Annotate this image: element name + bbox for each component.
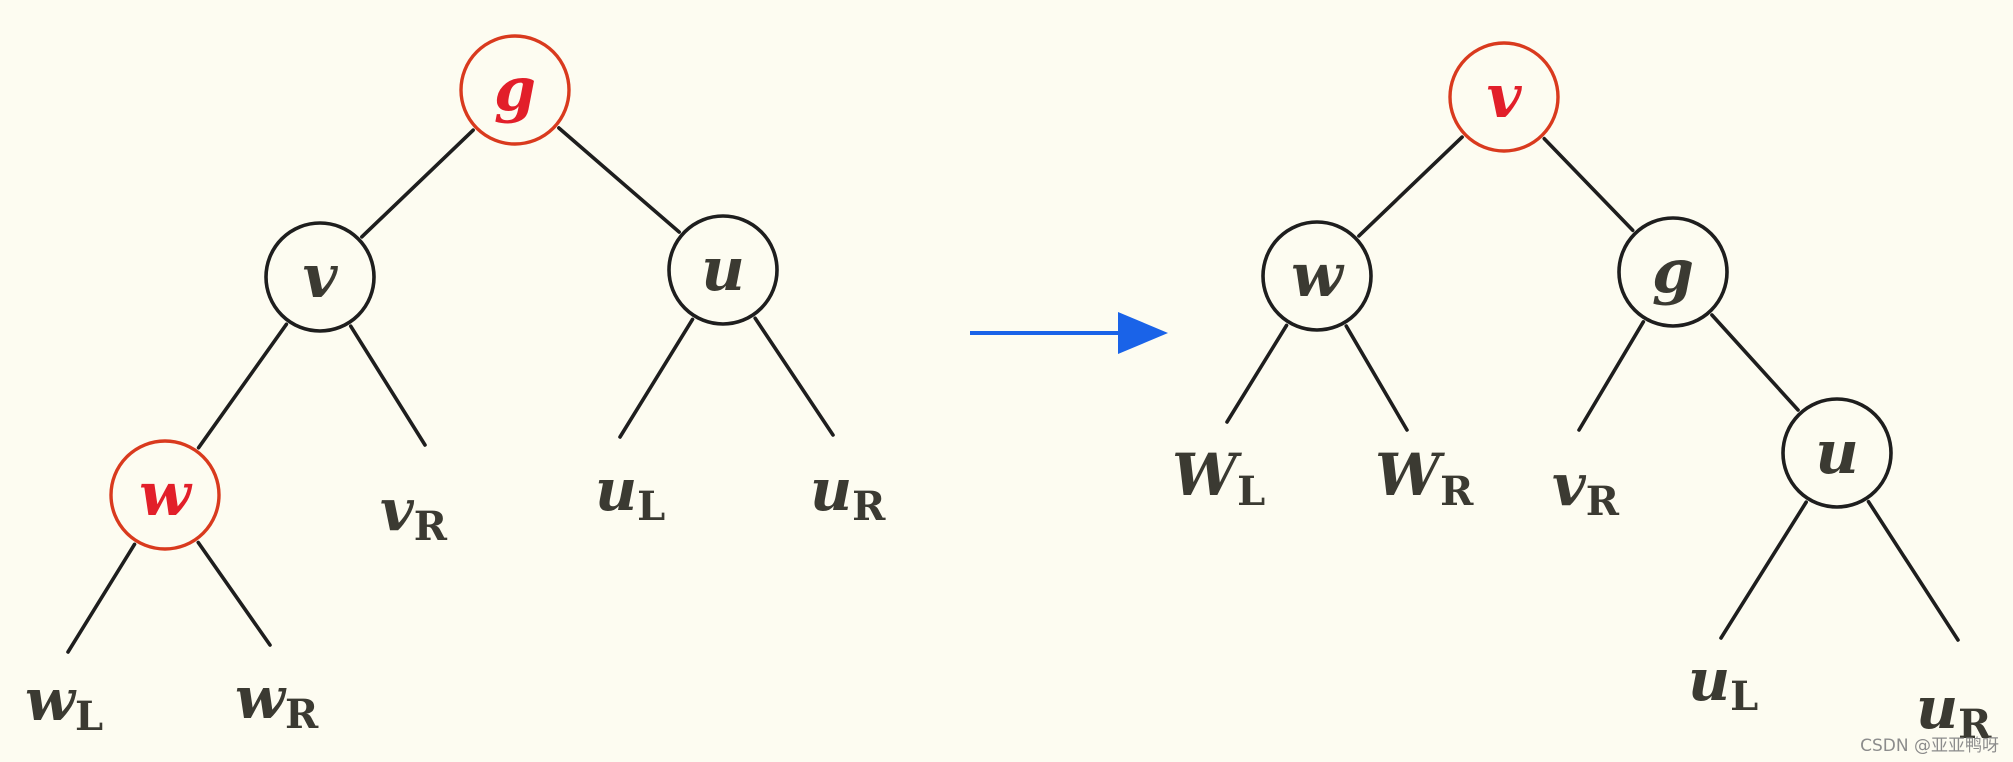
leaf-vR-label: vR <box>1552 451 1620 525</box>
node-g-circle <box>1617 216 1729 328</box>
leaf-wL-label: wL <box>25 666 103 740</box>
edge-w-wL <box>66 542 137 654</box>
edge-w-wR <box>196 540 272 647</box>
node-g-label: g <box>1652 237 1694 307</box>
node-w-circle <box>109 439 221 551</box>
edge-g-u <box>1710 313 1800 412</box>
leaf-uL-label: uL <box>595 456 665 530</box>
node-w-label: w <box>1291 241 1345 311</box>
edge-v-w <box>196 322 289 450</box>
leaf-uR-label: uR <box>1916 674 1992 748</box>
arrow-head <box>1118 312 1168 354</box>
edge-u-uR <box>753 316 835 437</box>
watermark: CSDN @亚亚鸭呀 <box>1860 736 1999 756</box>
node-w-label: w <box>139 460 193 530</box>
edge-w-wL <box>1225 323 1289 424</box>
edge-u-uR <box>1866 499 1960 642</box>
node-v-label: v <box>303 242 339 312</box>
transform-arrow <box>970 312 1168 354</box>
node-u-label: u <box>701 235 745 305</box>
node-u-circle <box>1781 397 1893 509</box>
left-tree: g v u w vR uL uR wL wR <box>25 34 886 740</box>
edge-v-g <box>1542 136 1635 233</box>
edge-g-vR <box>1577 320 1646 432</box>
edge-g-u <box>557 126 681 234</box>
edge-u-uL <box>618 317 695 439</box>
edge-g-v <box>360 128 475 239</box>
node-v-circle <box>264 221 376 333</box>
edge-v-w <box>1357 135 1464 238</box>
edge-v-vR <box>348 324 427 447</box>
leaf-uR-label: uR <box>810 456 886 530</box>
node-g-circle <box>459 34 571 146</box>
node-u-circle <box>667 214 779 326</box>
leaf-wR-label: wR <box>235 664 319 738</box>
node-v-circle <box>1448 41 1560 153</box>
edge-w-wR <box>1344 324 1409 432</box>
leaf-vR-label: vR <box>380 476 448 550</box>
node-v-label: v <box>1487 62 1523 132</box>
node-g-label: g <box>494 55 536 125</box>
right-tree: v w g u WL WR vR uL uR <box>1172 41 1992 748</box>
leaf-wR-label: WR <box>1375 441 1474 515</box>
leaf-uL-label: uL <box>1688 646 1758 720</box>
leaf-wL-label: WL <box>1172 441 1265 515</box>
node-u-label: u <box>1815 418 1859 488</box>
edge-u-uL <box>1719 500 1808 640</box>
node-w-circle <box>1261 220 1373 332</box>
